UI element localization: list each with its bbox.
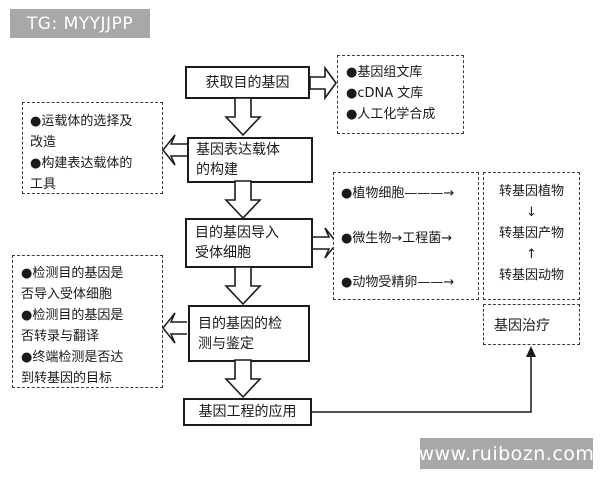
down-arrow-text: ↓ <box>526 205 537 220</box>
list-item: ●检测目的基因是否转录与翻译 <box>21 308 124 344</box>
note-detection-checks: ●检测目的基因是否导入受体细胞 ●检测目的基因是否转录与翻译 ●终端检测是否达到… <box>12 255 163 388</box>
step-applications: 基因工程的应用 <box>183 398 312 426</box>
list-item: ●植物细胞———→ <box>341 186 455 201</box>
down-arrow-icon <box>224 97 262 137</box>
product-line: 转基因产物 <box>498 226 564 241</box>
note-gene-sources: ●基因组文库 ●cDNA 文库 ●人工化学合成 <box>337 55 464 134</box>
note-transgenic-products: 转基因植物 ↓ 转基因产物 ↑ 转基因动物 <box>483 172 580 300</box>
up-arrow-text: ↑ <box>526 247 537 262</box>
down-arrow-icon <box>224 266 262 306</box>
list-item: ●终端检测是否达到转基因的目标 <box>21 350 124 386</box>
watermark-top: TG: MYYJJPP <box>10 9 150 38</box>
vector-tools-list: ●运载体的选择及改造 ●构建表达载体的工具 <box>30 111 142 195</box>
note-recipient-cells: ●植物细胞———→ ●微生物→工程菌→ ●动物受精卵——→ <box>333 172 479 300</box>
down-arrow-icon <box>224 180 262 220</box>
list-item: ●动物受精卵——→ <box>341 275 455 290</box>
list-item: ●微生物→工程菌→ <box>341 230 453 246</box>
list-item: ●基因组文库 <box>346 65 423 80</box>
list-item: ●检测目的基因是否导入受体细胞 <box>21 266 124 302</box>
list-item: ●人工化学合成 <box>346 107 436 122</box>
list-item: ●cDNA 文库 <box>346 86 424 101</box>
note-vector-tools: ●运载体的选择及改造 ●构建表达载体的工具 <box>22 102 163 194</box>
product-line: 转基因植物 <box>498 184 564 199</box>
watermark-bottom: www.ruibozn.com <box>419 438 594 469</box>
list-item: ●构建表达载体的工具 <box>30 156 133 192</box>
gene-sources-list: ●基因组文库 ●cDNA 文库 ●人工化学合成 <box>346 62 459 125</box>
note-gene-therapy: 基因治疗 <box>483 304 580 345</box>
connector-arrow-to-gene-therapy <box>312 345 547 417</box>
right-arrow-icon <box>309 66 337 100</box>
list-item: ●运载体的选择及改造 <box>30 114 133 150</box>
left-arrow-icon <box>162 133 188 167</box>
step-obtain-target-gene: 获取目的基因 <box>185 66 310 99</box>
left-arrow-icon <box>162 311 188 345</box>
step-detect-and-identify-gene: 目的基因的检测与鉴定 <box>188 305 310 362</box>
detection-checks-list: ●检测目的基因是否导入受体细胞 ●检测目的基因是否转录与翻译 ●终端检测是否达到… <box>21 263 134 389</box>
step-build-expression-vector: 基因表达载体的构建 <box>187 137 313 183</box>
product-line: 转基因动物 <box>498 268 564 283</box>
down-arrow-icon <box>224 359 262 399</box>
step-introduce-gene-into-recipient: 目的基因导入受体细胞 <box>185 218 313 268</box>
